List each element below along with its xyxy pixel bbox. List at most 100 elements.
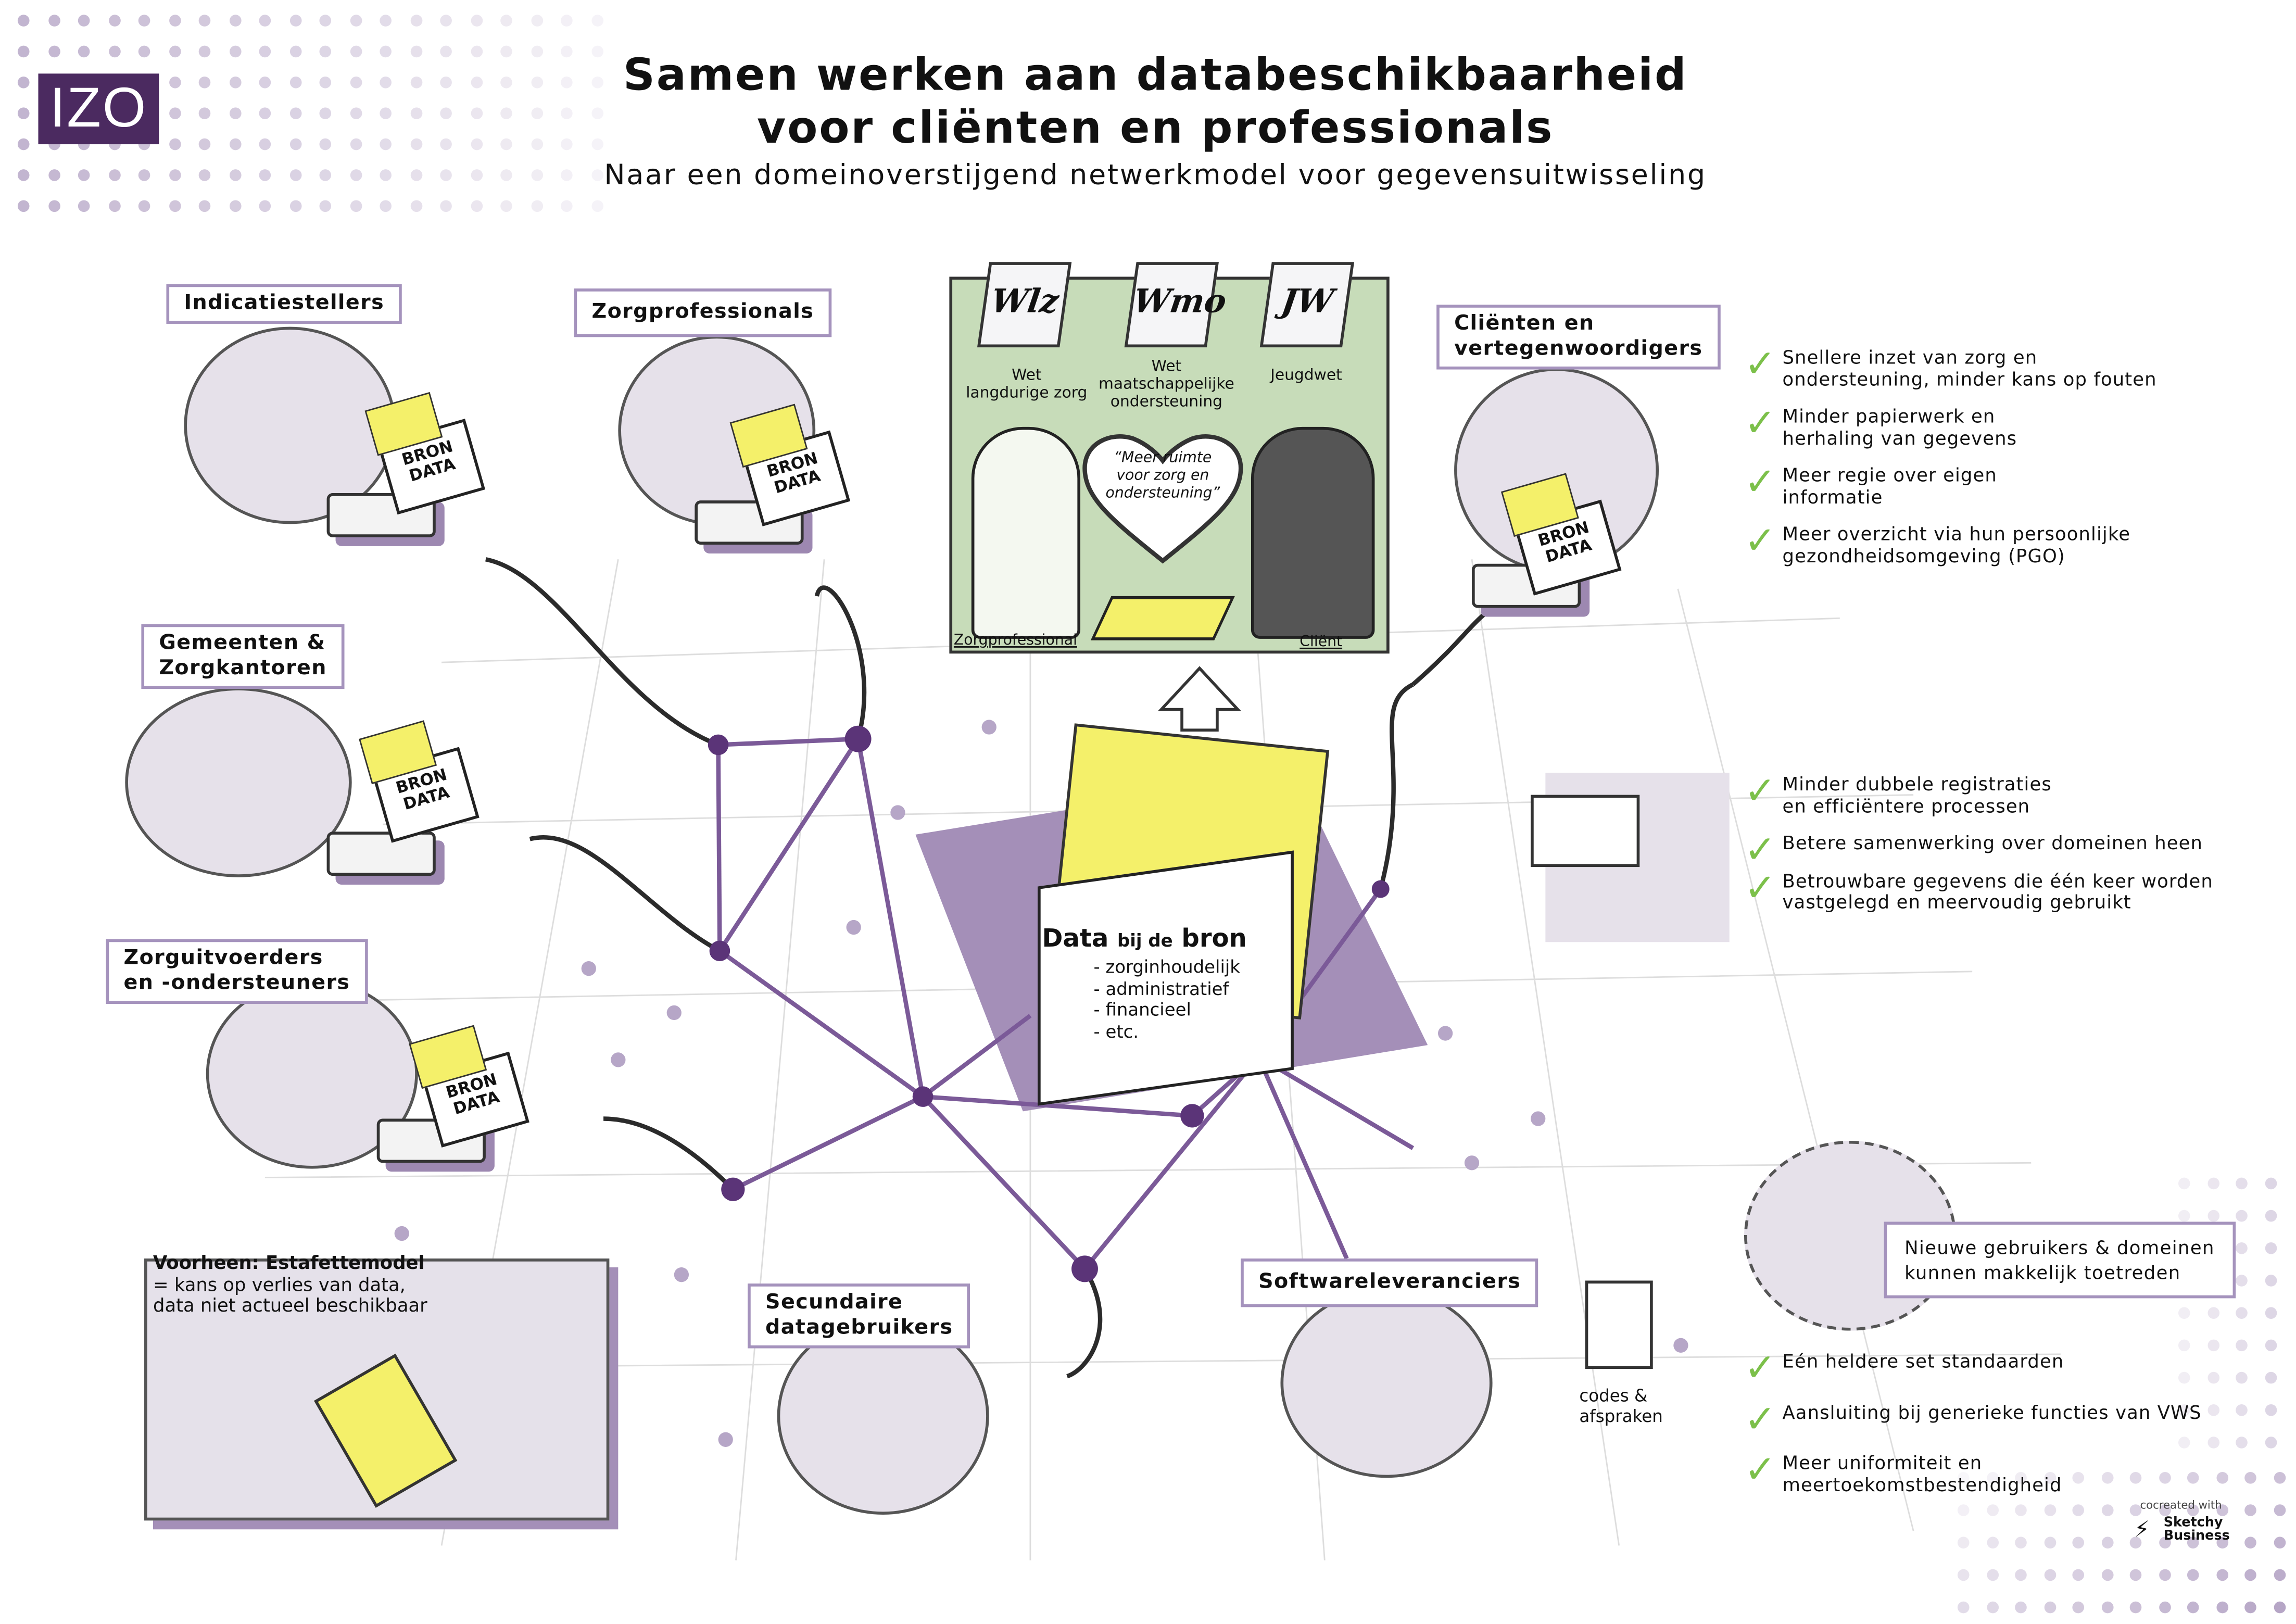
decor-dot [289, 15, 301, 27]
law-book-wmo: Wmo [1124, 262, 1229, 348]
decor-dot [138, 15, 150, 27]
decor-dot [2015, 1472, 2027, 1484]
decor-dot [410, 45, 422, 58]
decor-dot [2264, 1437, 2276, 1449]
decor-dot [198, 45, 211, 58]
decor-dot [47, 15, 60, 27]
decor-dot [319, 45, 332, 58]
decor-dot [47, 45, 60, 58]
checkmark-icon: ✓ [1744, 519, 1777, 564]
decor-dot [2043, 1569, 2055, 1581]
decor-dot [349, 107, 362, 119]
decor-dot [108, 15, 120, 27]
decor-dot [591, 15, 603, 27]
benefit-text: herhaling van gegevens [1782, 426, 2017, 448]
decor-dot [410, 15, 422, 27]
decor-dot [108, 169, 120, 181]
decor-dot [17, 15, 30, 27]
decor-dot [2264, 1339, 2276, 1352]
checkmark-icon: ✓ [1744, 401, 1777, 446]
benefit-text: Eén heldere set standaarden [1782, 1350, 2064, 1372]
decor-dot [2207, 1307, 2219, 1319]
decor-dot [591, 107, 603, 119]
network-links [716, 736, 1415, 1270]
benefit-text: Betrouwbare gegevens die één keer worden [1782, 869, 2213, 891]
benefits-system: ✓Eén heldere set standaarden✓Aansluiting… [1744, 1346, 2202, 1525]
decor-dot [259, 15, 271, 27]
checkmark-icon: ✓ [1744, 1346, 1777, 1391]
heart-icon [1082, 434, 1243, 564]
decor-dot [198, 77, 211, 89]
decor-dot [410, 169, 422, 181]
decor-dot [2216, 1569, 2228, 1581]
decor-dot [168, 200, 181, 212]
decor-dot [2158, 1504, 2171, 1516]
decor-dot [410, 107, 422, 119]
decor-dot [168, 107, 181, 119]
decor-dot [470, 138, 482, 150]
decor-dot [17, 107, 30, 119]
decor-dot [380, 200, 392, 212]
decor-dot [531, 77, 543, 89]
list-item: - zorginhoudelijk [1093, 956, 1240, 978]
checkmark-icon: ✓ [1744, 1398, 1777, 1442]
decor-dot [2129, 1504, 2142, 1516]
decor-dot [2072, 1537, 2085, 1549]
network-node [846, 920, 861, 935]
estafette-text: Voorheen: Estafettemodel = kans op verli… [153, 1252, 427, 1317]
decor-dot [2101, 1601, 2113, 1614]
decor-dot [2015, 1569, 2027, 1581]
decor-dot [591, 45, 603, 58]
decor-dot [380, 15, 392, 27]
decor-dot [380, 169, 392, 181]
decor-dot [1986, 1504, 1998, 1516]
decor-dot [531, 107, 543, 119]
list-item: - administratief [1093, 978, 1229, 999]
decor-dot [2216, 1472, 2228, 1484]
decor-dot [410, 77, 422, 89]
credit-prefix: cocreated with [2140, 1498, 2222, 1512]
decor-dot [168, 45, 181, 58]
decor-dot [440, 77, 452, 89]
decor-dot [2129, 1569, 2142, 1581]
decor-dot [2264, 1404, 2276, 1416]
decor-dot [319, 15, 332, 27]
decor-dot [2244, 1504, 2256, 1516]
decor-dot [2216, 1537, 2228, 1549]
decor-dot [500, 45, 512, 58]
decor-dot [229, 45, 241, 58]
decor-dot [108, 200, 120, 212]
decor-dot [2178, 1177, 2190, 1190]
decor-dot [2244, 1537, 2256, 1549]
decor-dot [289, 138, 301, 150]
decor-dot [1986, 1472, 1998, 1484]
decor-dot [2236, 1339, 2248, 1352]
decor-dot [2273, 1504, 2285, 1516]
label-zorgprofessional: Zorgprofessional [953, 633, 1077, 649]
decor-dot [349, 45, 362, 58]
network-node [1464, 1155, 1480, 1170]
decor-dot [168, 77, 181, 89]
decor-dot [2158, 1537, 2171, 1549]
decor-dot [168, 138, 181, 150]
title-line-2: voor cliënten en professionals [757, 103, 1554, 155]
decor-dot [561, 15, 573, 27]
decor-dot [2187, 1537, 2199, 1549]
decor-dot [259, 45, 271, 58]
decor-dot [2129, 1537, 2142, 1549]
decor-dot [2264, 1242, 2276, 1254]
decor-dot [2015, 1601, 2027, 1614]
decor-dot [17, 77, 30, 89]
decor-dot [1986, 1569, 1998, 1581]
decor-dot [1957, 1569, 1970, 1581]
decor-dot [289, 200, 301, 212]
decor-dot [2043, 1537, 2055, 1549]
label-zorgprofessionals: Zorgprofessionals [574, 288, 832, 337]
decor-dot [2101, 1537, 2113, 1549]
checkmark-icon: ✓ [1744, 460, 1777, 505]
decor-dot [198, 138, 211, 150]
decor-dot [561, 200, 573, 212]
